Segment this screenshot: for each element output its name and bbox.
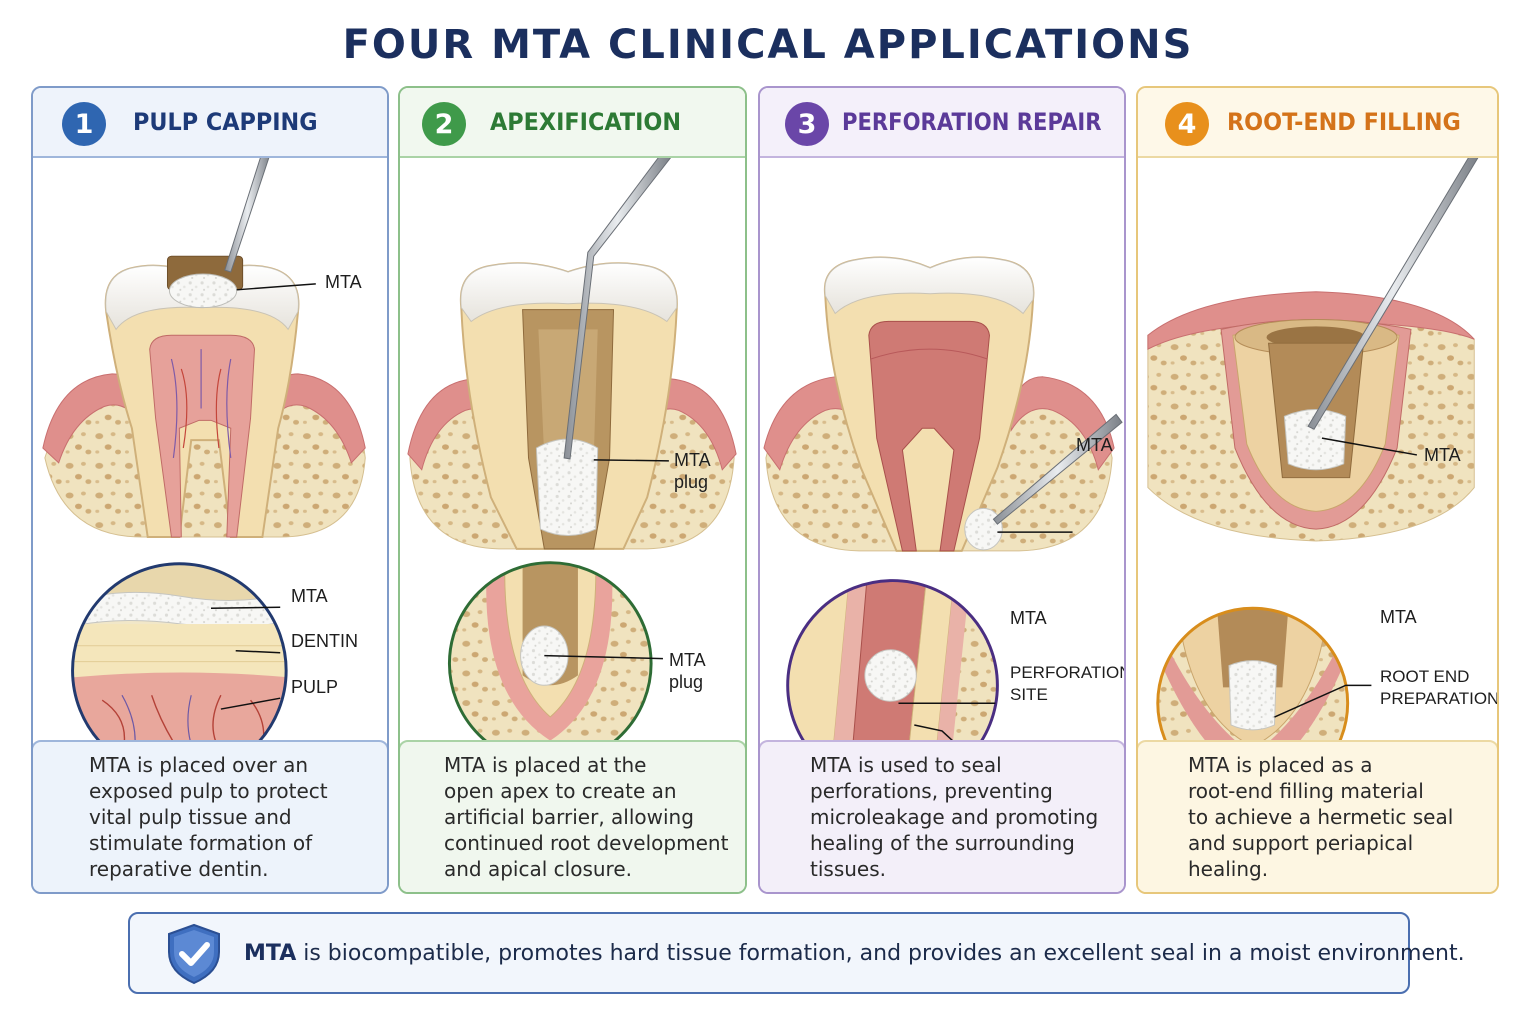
number-badge: 2: [422, 102, 466, 146]
description-line: reparative dentin.: [89, 857, 269, 881]
description-line: root-end filling material: [1188, 779, 1424, 803]
panel-heading: APEXIFICATION: [490, 108, 682, 136]
description-line: and support periapical: [1188, 831, 1414, 855]
description-line: continued root development: [444, 831, 729, 855]
label-zoom-mta: MTA: [291, 586, 328, 606]
page-title: FOUR MTA CLINICAL APPLICATIONS: [342, 22, 1194, 68]
description-box: MTA is used to seal perforations, preven…: [760, 740, 1124, 892]
apexification-illustration: [407, 158, 737, 742]
label-zoom-mta: MTA: [1380, 607, 1417, 627]
label-pulp: PULP: [291, 677, 339, 697]
description-line: MTA is placed at the: [444, 753, 647, 777]
pulp-capping-zoom-circle: [71, 562, 288, 742]
description-line: artificial barrier, allowing: [444, 805, 694, 829]
summary-bold: MTA: [244, 941, 297, 966]
panel-header: 2 APEXIFICATION: [400, 88, 745, 158]
root-end-zoom-circle: [1156, 606, 1350, 742]
description-line: and apical closure.: [444, 857, 632, 881]
description-line: to achieve a hermetic seal: [1188, 805, 1454, 829]
summary-banner: MTA is biocompatible, promotes hard tiss…: [128, 912, 1465, 994]
label-zoom-plug: plug: [669, 672, 704, 692]
panel-heading: PULP CAPPING: [133, 108, 318, 136]
description-line: healing of the surrounding: [810, 831, 1075, 855]
perforation-zoom-circle: [786, 579, 999, 742]
description-line: healing.: [1188, 857, 1269, 881]
description-line: stimulate formation of: [89, 831, 313, 855]
label-mta: MTA: [325, 272, 362, 292]
label-dentin: DENTIN: [291, 631, 358, 651]
label-zoom-mta: MTA: [1010, 608, 1047, 628]
pulp-capping-illustration: [42, 158, 366, 742]
shield-check-icon: [168, 923, 220, 985]
description-line: perforations, preventing: [810, 779, 1053, 803]
panel-header: 4 ROOT-END FILLING: [1138, 88, 1497, 158]
description-box: MTA is placed at the open apex to create…: [400, 740, 745, 892]
panel-root-end-filling: 4 ROOT-END FILLING: [1136, 86, 1499, 894]
summary-rest: is biocompatible, promotes hard tissue f…: [296, 941, 1465, 966]
panel-heading: ROOT-END FILLING: [1227, 108, 1461, 136]
root-end-filling-illustration: [1147, 158, 1479, 742]
panel-perforation-repair: 3 PERFORATION REPAIR: [758, 86, 1126, 894]
panel-header: 3 PERFORATION REPAIR: [760, 88, 1124, 158]
label-site: SITE: [1010, 685, 1048, 704]
description-line: MTA is placed as a: [1188, 753, 1373, 777]
label-zoom-mta: MTA: [669, 650, 706, 670]
description-line: MTA is placed over an: [89, 753, 309, 777]
description-line: tissues.: [810, 857, 886, 881]
label-preparation: PREPARATION: [1380, 689, 1499, 708]
number-badge: 4: [1165, 102, 1209, 146]
summary-text: MTA is biocompatible, promotes hard tiss…: [244, 941, 1465, 966]
number-badge: 1: [62, 102, 106, 146]
panel-header: 1 PULP CAPPING: [33, 88, 387, 158]
description-line: exposed pulp to protect: [89, 779, 328, 803]
label-mta: MTA: [1076, 435, 1113, 455]
description-line: microleakage and promoting: [810, 805, 1099, 829]
label-plug: plug: [674, 472, 709, 492]
panel-apexification: 2 APEXIFICATION MTA: [398, 86, 747, 894]
description-line: vital pulp tissue and: [89, 805, 292, 829]
label-perforation: PERFORATION: [1010, 663, 1126, 682]
panel-pulp-capping: 1 PULP CAPPING: [31, 86, 389, 894]
label-mta: MTA: [1424, 445, 1461, 465]
description-box: MTA is placed over an exposed pulp to pr…: [33, 740, 387, 892]
label-root-end: ROOT END: [1380, 667, 1470, 686]
panel-heading: PERFORATION REPAIR: [842, 108, 1102, 136]
description-box: MTA is placed as a root-end filling mate…: [1138, 740, 1497, 892]
number-badge: 3: [785, 102, 829, 146]
description-line: MTA is used to seal: [810, 753, 1002, 777]
label-mta: MTA: [674, 450, 711, 470]
perforation-repair-illustration: [763, 256, 1123, 742]
description-line: open apex to create an: [444, 779, 677, 803]
apexification-zoom-circle: [447, 561, 653, 742]
